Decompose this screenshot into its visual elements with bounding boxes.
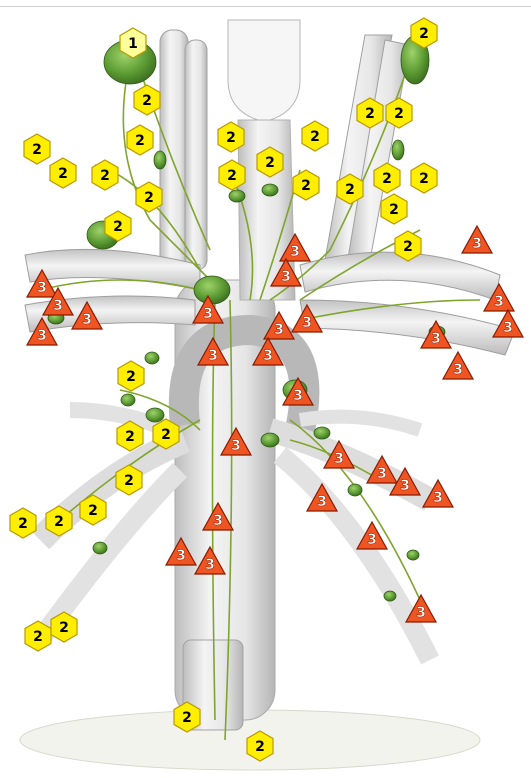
secondary-station-marker: 2 <box>24 134 50 164</box>
station-number: 2 <box>142 93 152 109</box>
station-number: 2 <box>33 629 43 645</box>
station-number: 2 <box>113 219 123 235</box>
station-number: 3 <box>205 557 215 573</box>
station-number: 2 <box>125 429 135 445</box>
station-number: 2 <box>227 168 237 184</box>
secondary-station-marker: 2 <box>293 170 319 200</box>
station-number: 3 <box>367 532 377 548</box>
station-number: 2 <box>88 503 98 519</box>
station-number: 2 <box>265 155 275 171</box>
station-number: 3 <box>281 269 291 285</box>
mediastinum-illustration <box>20 20 515 770</box>
station-number: 2 <box>382 171 392 187</box>
station-number: 3 <box>400 478 410 494</box>
station-number: 2 <box>59 620 69 636</box>
station-number: 2 <box>54 514 64 530</box>
station-number: 3 <box>53 298 63 314</box>
secondary-station-marker: 2 <box>302 121 328 151</box>
station-number: 2 <box>365 106 375 122</box>
tertiary-station-marker: 3 <box>462 226 492 253</box>
station-number: 3 <box>208 348 218 364</box>
station-number: 2 <box>18 516 28 532</box>
station-number: 3 <box>377 466 387 482</box>
secondary-station-marker: 2 <box>127 125 153 155</box>
tertiary-station-marker: 3 <box>443 352 473 379</box>
station-number: 2 <box>255 739 265 755</box>
station-number: 3 <box>302 315 312 331</box>
station-number: 3 <box>494 294 504 310</box>
station-number: 2 <box>32 142 42 158</box>
right-subclavian-lower <box>300 300 515 355</box>
station-number: 3 <box>334 451 344 467</box>
station-number: 2 <box>419 26 429 42</box>
station-number: 2 <box>394 106 404 122</box>
station-number: 2 <box>58 166 68 182</box>
tertiary-station-marker: 3 <box>493 310 523 337</box>
station-number: 3 <box>453 362 463 378</box>
station-number: 3 <box>37 280 47 296</box>
right-subclavian <box>300 252 500 300</box>
secondary-station-marker: 2 <box>10 508 36 538</box>
station-number: 3 <box>416 605 426 621</box>
station-number: 2 <box>419 171 429 187</box>
station-number: 3 <box>213 513 223 529</box>
station-number: 2 <box>124 473 134 489</box>
station-number: 3 <box>317 494 327 510</box>
station-number: 3 <box>290 244 300 260</box>
larynx <box>228 20 300 120</box>
secondary-station-marker: 2 <box>118 361 144 391</box>
secondary-station-marker: 2 <box>50 158 76 188</box>
secondary-station-marker: 2 <box>381 194 407 224</box>
station-number: 1 <box>128 36 138 52</box>
station-number: 2 <box>161 427 171 443</box>
secondary-station-marker: 2 <box>134 85 160 115</box>
station-number: 3 <box>203 306 213 322</box>
station-number: 2 <box>301 178 311 194</box>
station-number: 3 <box>82 312 92 328</box>
station-number: 3 <box>293 388 303 404</box>
secondary-station-marker: 2 <box>136 182 162 212</box>
station-number: 3 <box>433 490 443 506</box>
station-number: 3 <box>176 548 186 564</box>
station-number: 2 <box>310 129 320 145</box>
station-number: 3 <box>263 348 273 364</box>
station-number: 3 <box>274 322 284 338</box>
station-number: 2 <box>389 202 399 218</box>
station-number: 2 <box>126 369 136 385</box>
station-number: 2 <box>135 133 145 149</box>
station-number: 2 <box>100 168 110 184</box>
station-number: 3 <box>431 331 441 347</box>
station-number: 3 <box>503 320 513 336</box>
station-number: 3 <box>231 438 241 454</box>
station-number: 3 <box>37 328 47 344</box>
station-number: 2 <box>144 190 154 206</box>
station-number: 2 <box>226 130 236 146</box>
station-number: 2 <box>403 239 413 255</box>
station-number: 2 <box>182 710 192 726</box>
station-number: 3 <box>472 236 482 252</box>
station-number: 2 <box>345 182 355 198</box>
secondary-station-marker: 2 <box>411 163 437 193</box>
